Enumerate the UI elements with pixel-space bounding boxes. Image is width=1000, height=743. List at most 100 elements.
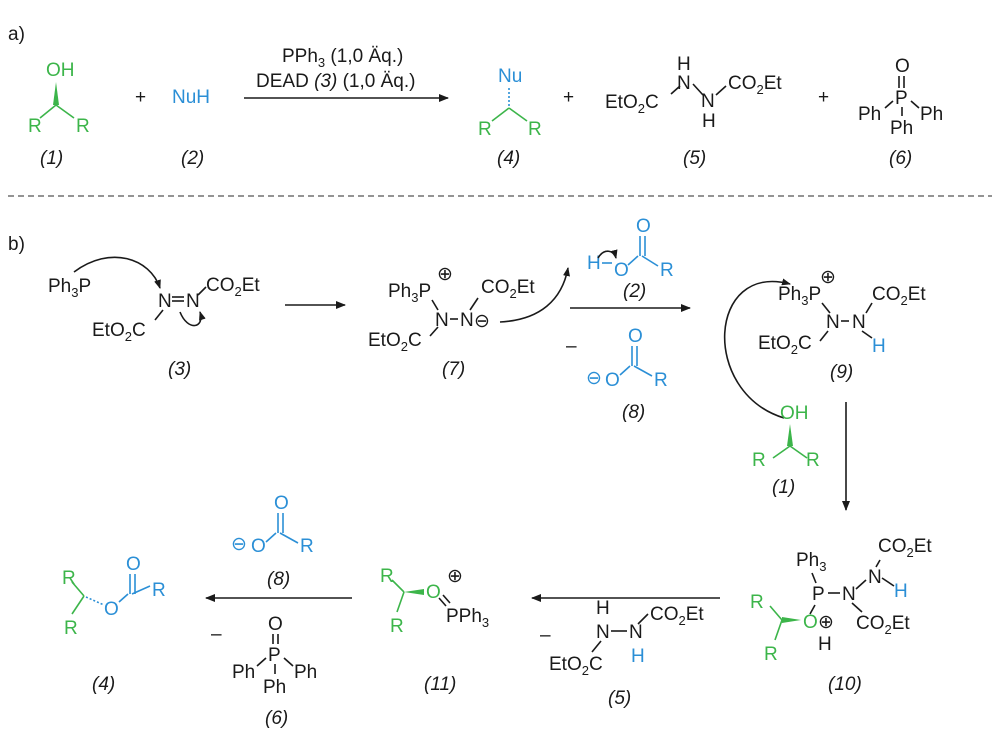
- svg-text:H: H: [587, 253, 601, 274]
- section-b-label: b): [8, 234, 25, 255]
- label-9: (9): [830, 362, 853, 383]
- svg-text:OH: OH: [46, 60, 75, 81]
- svg-text:PPh3: PPh3: [446, 606, 489, 630]
- svg-text:PPh3 (1,0 Äq.): PPh3 (1,0 Äq.): [282, 46, 403, 70]
- svg-text:Nu: Nu: [498, 66, 522, 87]
- svg-text:Ph: Ph: [890, 118, 913, 139]
- compound-2-acid: H O O R: [587, 216, 674, 281]
- svg-text:Ph3P: Ph3P: [778, 284, 821, 308]
- svg-text:NuH: NuH: [172, 87, 210, 108]
- reagent-conditions: PPh3 (1,0 Äq.) DEAD (3) (1,0 Äq.): [256, 46, 415, 92]
- svg-text:R: R: [152, 580, 166, 601]
- svg-text:R: R: [660, 260, 674, 281]
- svg-text:Ph: Ph: [232, 662, 255, 683]
- label-1b: (1): [772, 477, 795, 498]
- svg-text:Ph3P: Ph3P: [388, 281, 431, 305]
- svg-text:O: O: [605, 370, 620, 391]
- svg-text:CO2Et: CO2Et: [872, 284, 926, 308]
- compound-8-carboxylate: – ⊖ O O R: [566, 326, 668, 391]
- svg-text:CO2Et: CO2Et: [728, 73, 782, 97]
- svg-text:Ph: Ph: [263, 677, 286, 698]
- svg-text:P: P: [268, 645, 281, 666]
- svg-text:CO2Et: CO2Et: [856, 613, 910, 637]
- svg-text:Ph: Ph: [920, 104, 943, 125]
- svg-text:CO2Et: CO2Et: [481, 277, 535, 301]
- plus-sign: +: [818, 87, 829, 108]
- compound-2-nucleophile: NuH: [172, 87, 210, 108]
- svg-text:H: H: [702, 111, 716, 132]
- svg-text:O: O: [251, 536, 266, 557]
- svg-text:H: H: [677, 54, 691, 75]
- svg-text:N: N: [852, 312, 866, 333]
- label-11: (11): [424, 674, 456, 695]
- svg-text:Ph3P: Ph3P: [48, 276, 91, 300]
- compound-1-alcohol-b: OH R R: [752, 403, 820, 471]
- curved-arrow-alcohol-attack: [723, 278, 791, 419]
- svg-text:R: R: [764, 644, 778, 665]
- svg-text:N: N: [186, 291, 200, 312]
- svg-text:–: –: [540, 625, 551, 646]
- svg-text:R: R: [806, 450, 820, 471]
- svg-text:R: R: [478, 119, 492, 140]
- svg-text:N: N: [677, 73, 691, 94]
- svg-text:O: O: [426, 582, 441, 603]
- svg-text:R: R: [654, 370, 668, 391]
- svg-text:O: O: [274, 493, 289, 514]
- svg-text:R: R: [62, 568, 76, 589]
- svg-text:CO2Et: CO2Et: [878, 536, 932, 560]
- svg-text:P: P: [812, 584, 825, 605]
- curved-arrow-electrons: [179, 311, 206, 327]
- svg-text:Ph3: Ph3: [796, 550, 826, 574]
- label-4: (4): [497, 148, 520, 169]
- svg-text:R: R: [528, 119, 542, 140]
- svg-text:⊖: ⊖: [231, 534, 247, 555]
- compound-10-oxyphosphonium: Ph3 P N N CO2Et H CO2Et O ⊕ H R R: [750, 536, 932, 665]
- curved-arrow-oh: [597, 249, 618, 259]
- compound-4-product: Nu R R: [478, 66, 542, 140]
- label-2: (2): [181, 148, 204, 169]
- svg-text:EtO2C: EtO2C: [92, 320, 146, 344]
- svg-text:O: O: [126, 554, 141, 575]
- svg-text:N: N: [596, 622, 610, 643]
- svg-text:DEAD (3) (1,0 Äq.): DEAD (3) (1,0 Äq.): [256, 71, 415, 92]
- svg-text:R: R: [28, 116, 42, 137]
- svg-text:N: N: [868, 567, 882, 588]
- section-a-label: a): [8, 24, 25, 45]
- compound-3-dead: N N CO2Et EtO2C: [92, 275, 260, 344]
- label-7: (7): [442, 359, 465, 380]
- svg-text:H: H: [596, 598, 610, 619]
- svg-text:CO2Et: CO2Et: [206, 275, 260, 299]
- label-8b: (8): [267, 569, 290, 590]
- plus-sign: +: [563, 87, 574, 108]
- compound-6-phosphine-oxide-b: – O P Ph Ph Ph: [211, 614, 317, 698]
- label-6b: (6): [265, 708, 288, 729]
- svg-text:⊖: ⊖: [586, 368, 602, 389]
- svg-text:⊕: ⊕: [820, 267, 836, 288]
- svg-text:O: O: [628, 326, 643, 347]
- svg-text:N: N: [629, 622, 643, 643]
- label-6: (6): [889, 148, 912, 169]
- svg-text:O: O: [268, 614, 283, 635]
- label-4b: (4): [92, 674, 115, 695]
- svg-text:Ph: Ph: [858, 104, 881, 125]
- svg-text:EtO2C: EtO2C: [368, 330, 422, 354]
- svg-text:R: R: [380, 566, 394, 587]
- svg-text:–: –: [566, 336, 577, 357]
- svg-text:–: –: [211, 624, 222, 645]
- label-1: (1): [40, 148, 63, 169]
- label-5: (5): [683, 148, 706, 169]
- svg-text:R: R: [300, 536, 314, 557]
- svg-text:R: R: [76, 116, 90, 137]
- svg-text:R: R: [390, 616, 404, 637]
- svg-text:P: P: [895, 88, 908, 109]
- svg-text:H: H: [818, 634, 832, 655]
- svg-text:R: R: [750, 592, 764, 613]
- svg-text:H: H: [631, 646, 645, 667]
- svg-text:O: O: [895, 56, 910, 77]
- plus-sign: +: [135, 87, 146, 108]
- svg-text:O: O: [104, 599, 119, 620]
- compound-5-hydrazine: EtO2C N H N H CO2Et: [605, 54, 782, 132]
- curved-arrow-attack: [73, 256, 161, 289]
- triphenylphosphine: Ph3P: [48, 276, 91, 300]
